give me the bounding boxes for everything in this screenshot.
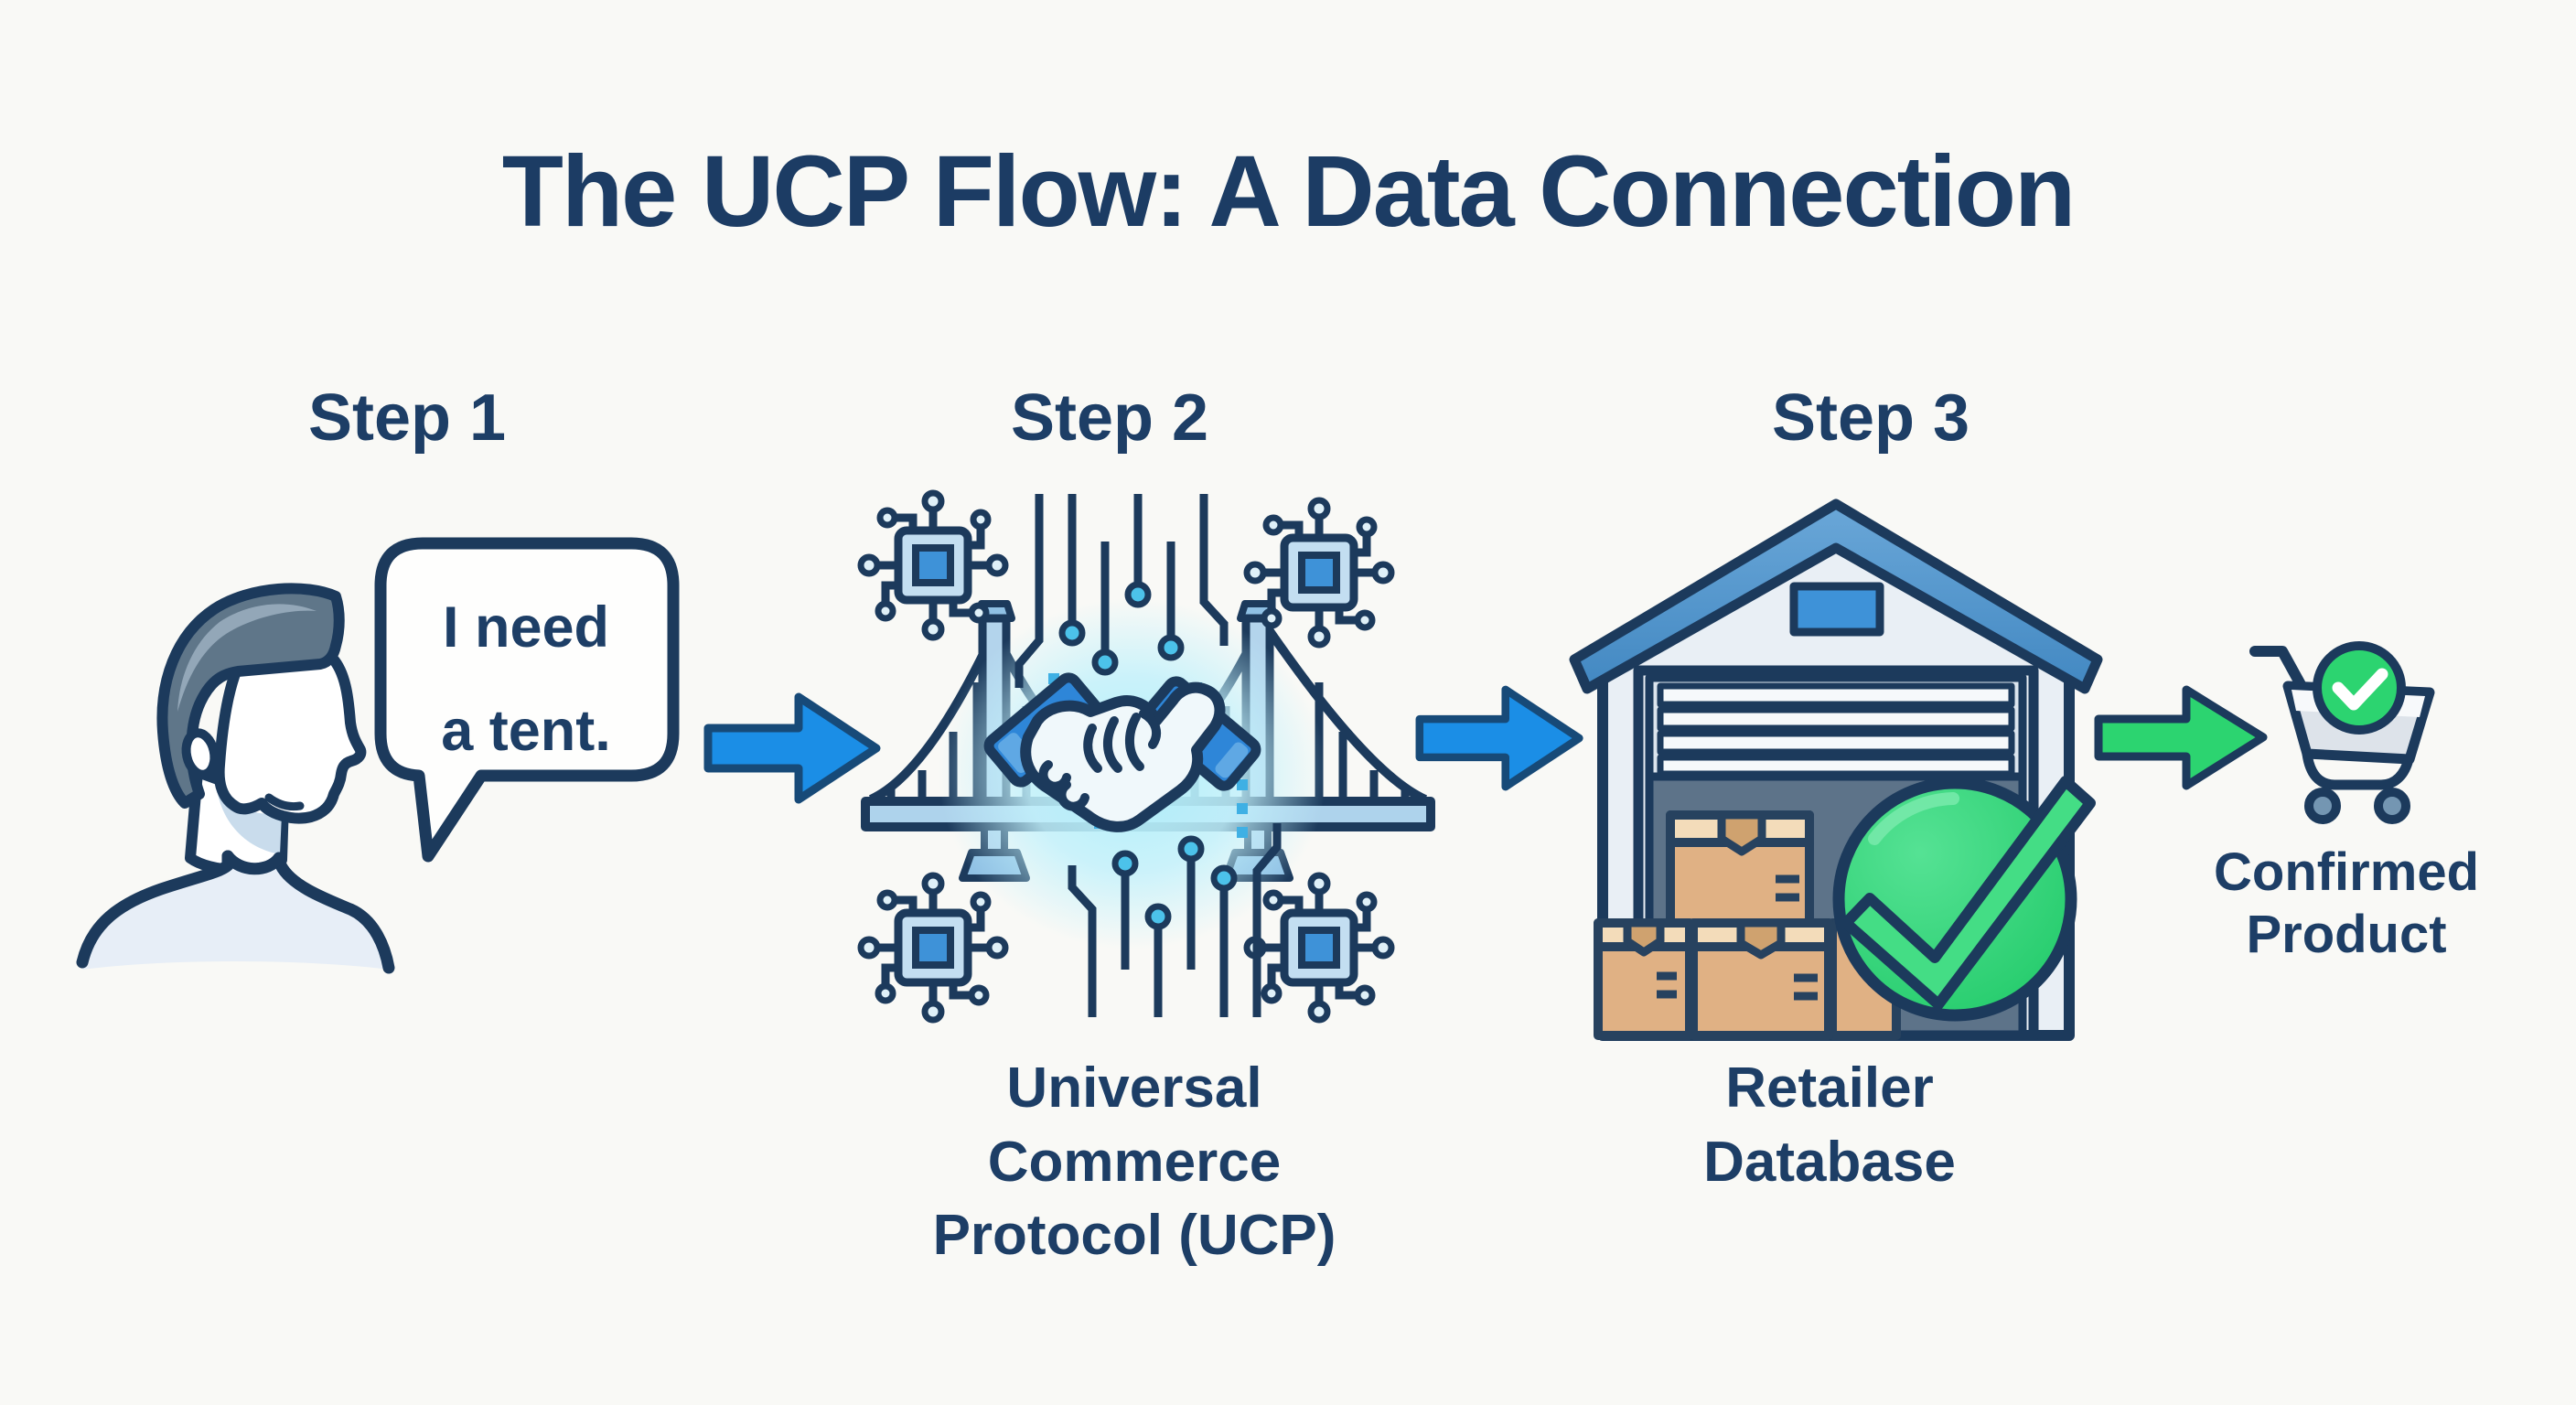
step-2-label: Step 2	[1010, 381, 1209, 455]
speech-line-2: a tent.	[441, 699, 611, 764]
circuit-chip-icon	[1247, 500, 1391, 645]
retailer-caption: Retailer Database	[1610, 1052, 2049, 1199]
arrow-right-icon	[703, 692, 881, 804]
cart-icon	[2249, 641, 2435, 824]
cardboard-boxes-icon	[1594, 810, 1901, 1040]
bridge-handshake-circuit-icon	[869, 494, 1435, 1020]
speech-bubble-icon	[374, 537, 680, 863]
person-icon	[76, 583, 395, 974]
circuit-chip-icon	[1247, 875, 1391, 1020]
green-arrow-right-icon	[2094, 685, 2268, 790]
vent-window	[1789, 582, 1884, 637]
green-check-circle-icon	[1832, 776, 2096, 1022]
cart-wheel	[2374, 788, 2410, 824]
arrow-right-icon	[1415, 685, 1583, 791]
confirmed-line-1: Confirmed	[2214, 842, 2479, 902]
checkmark-icon	[1841, 776, 2096, 1010]
retailer-caption-line-2: Database	[1703, 1130, 1956, 1194]
circuit-chip-icon	[861, 875, 1005, 1020]
speech-line-1: I need	[442, 595, 610, 660]
cart-wheel	[2304, 788, 2341, 824]
ucp-caption-line-1: Universal Commerce	[987, 1056, 1282, 1194]
ucp-caption: Universal Commerce Protocol (UCP)	[869, 1052, 1400, 1273]
roof	[1569, 499, 2103, 694]
speech-bubble-text: I need a tent.	[389, 576, 663, 784]
warehouse-icon	[1569, 499, 2103, 1041]
ucp-caption-line-2: Protocol (UCP)	[932, 1204, 1336, 1268]
circuit-chip-icon	[861, 493, 1005, 638]
step-3-label: Step 3	[1771, 381, 1970, 455]
confirmed-product-caption: Confirmed Product	[2131, 842, 2561, 967]
check-badge-icon	[2313, 641, 2406, 735]
handshake-icon	[983, 672, 1261, 832]
confirmed-line-2: Product	[2246, 905, 2447, 965]
retailer-caption-line-1: Retailer	[1725, 1056, 1934, 1120]
page-title: The UCP Flow: A Data Connection	[501, 135, 2076, 248]
step-1-label: Step 1	[307, 381, 507, 455]
